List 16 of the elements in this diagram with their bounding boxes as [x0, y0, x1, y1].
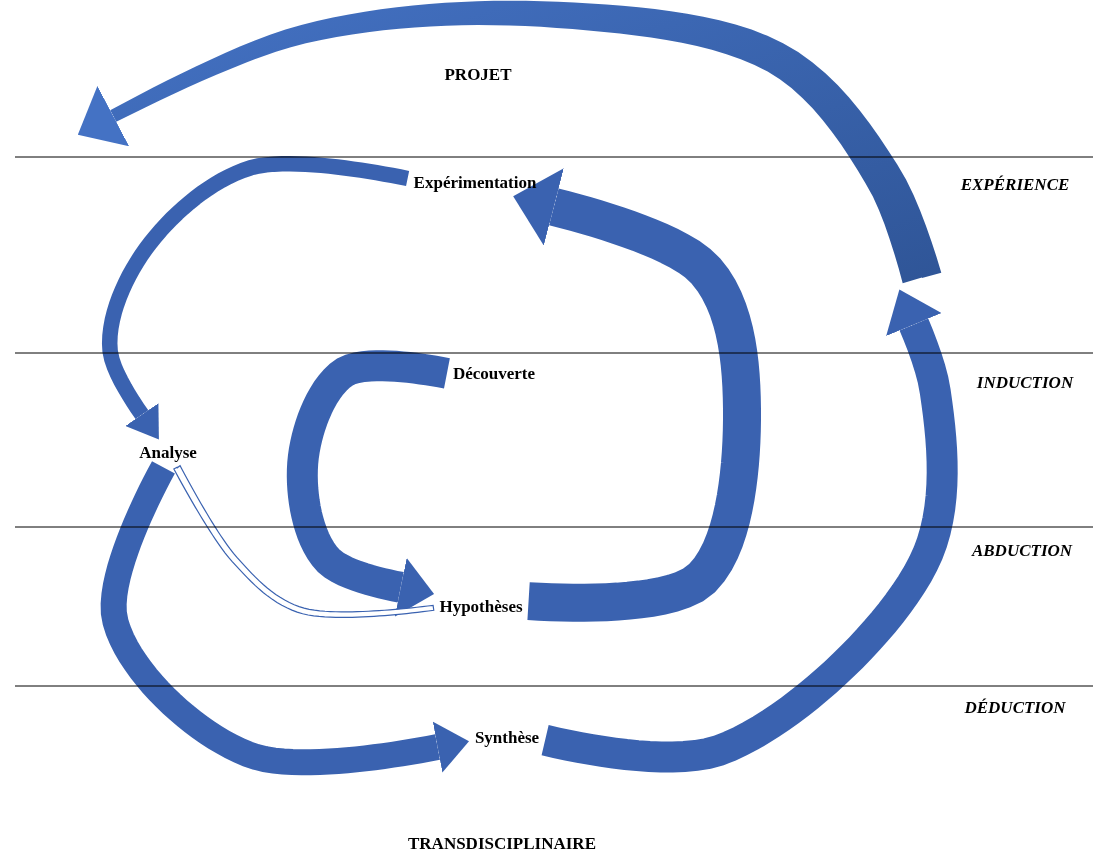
- node-label: Hypothèses: [439, 597, 523, 617]
- stage-label: INDUCTION: [976, 373, 1074, 393]
- footer-label: PROJET: [444, 65, 512, 85]
- stage-label: DÉDUCTION: [964, 698, 1066, 718]
- node-label: Synthèse: [474, 728, 540, 748]
- block-arrow: [541, 289, 958, 773]
- stage-label: EXPÉRIENCE: [960, 175, 1070, 195]
- node-label: Expérimentation: [413, 173, 537, 193]
- stage-label: ABDUCTION: [971, 541, 1073, 561]
- block-arrow: [513, 168, 761, 622]
- outline-connector: [173, 464, 435, 618]
- footer-label: TRANSDISCIPLINAIRE: [408, 834, 596, 852]
- block-arrow: [101, 156, 410, 440]
- node-label: Découverte: [452, 364, 536, 384]
- block-arrow: [100, 461, 469, 776]
- node-label: Analyse: [139, 443, 197, 463]
